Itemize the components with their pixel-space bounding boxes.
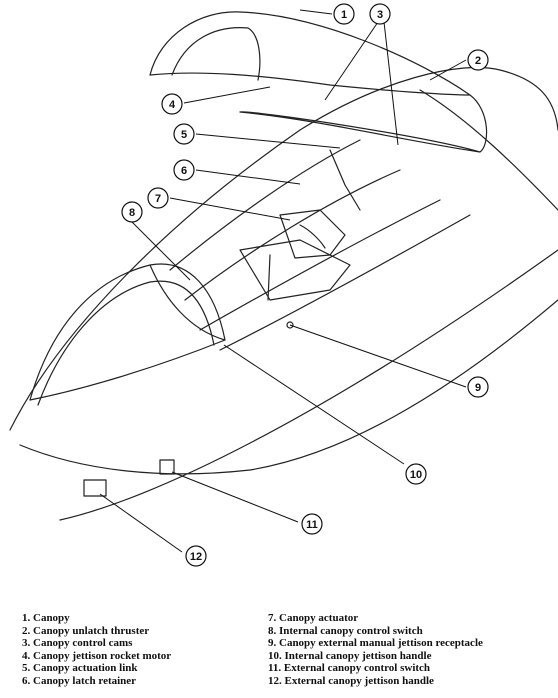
callout-circle [333,3,355,25]
legend-item: 11. External canopy control switch [268,662,431,675]
external-jettison-panel [83,479,107,497]
legend-column-right: 7. Canopy actuator 8. Internal canopy co… [268,612,483,688]
legend-item: 3. Canopy control cams [22,637,133,650]
callout-2: 2 [467,49,489,71]
callout-number: 3 [377,9,383,21]
callout-circle [173,159,195,181]
actuator-hardware [267,149,361,301]
leader-6 [195,169,301,185]
legend-item: 1. Canopy [22,612,70,624]
callout-3: 3 [369,3,391,25]
leader-7 [169,197,291,221]
leader-1 [299,9,333,15]
callout-circle [147,187,169,209]
callout-number: 1 [341,9,347,21]
callout-6: 6 [173,159,195,181]
callout-circle [467,49,489,71]
legend-item: 10. Internal canopy jettison handle [268,649,432,662]
jettison-receptacle [286,321,294,329]
callout-number: 9 [475,382,481,394]
legend-item: 7. Canopy actuator [268,612,359,624]
callout-7: 7 [147,187,169,209]
legend-item: 12. External canopy jettison handle [268,674,434,687]
callout-circle [405,463,427,485]
callout-8: 8 [121,201,143,223]
leader-12 [99,493,183,553]
callout-number: 6 [181,165,187,177]
callout-number: 7 [155,193,161,205]
legend-item: 4. Canopy jettison rocket motor [22,649,172,662]
callout-circle [173,123,195,145]
leader-5 [195,133,341,149]
leader-3a [324,21,379,101]
canopy-shell [149,11,488,153]
cockpit-sill [169,139,471,351]
callout-number: 4 [169,99,176,111]
leader-8 [131,221,191,281]
callout-circle [185,545,207,567]
leader-10 [223,344,405,465]
callout-number: 10 [410,469,422,481]
callout-9: 9 [467,376,489,398]
callout-circle [121,201,143,223]
leader-9 [289,324,467,388]
legend-column-left: 1. Canopy 2. Canopy unlatch thruster 3. … [22,612,171,688]
callout-11: 11 [301,513,323,535]
callout-10: 10 [405,463,427,485]
callout-1: 1 [333,3,355,25]
callout-circle [467,376,489,398]
callout-number: 5 [181,129,187,141]
leader-4 [183,86,271,104]
callout-number: 2 [475,55,481,67]
callout-4: 4 [161,93,183,115]
callout-number: 11 [306,519,318,531]
leader-3b [383,21,399,146]
legend-item: 9. Canopy external manual jettison recep… [268,637,483,650]
legend-item: 8. Internal canopy control switch [268,624,423,637]
callout-circle [161,93,183,115]
legend-item: 5. Canopy actuation link [22,662,138,675]
callout-circle [369,3,391,25]
windshield-frame [29,263,226,406]
legend-item: 2. Canopy unlatch thruster [22,624,150,637]
callout-12: 12 [185,545,207,567]
fuselage-outline [9,67,558,521]
callout-5: 5 [173,123,195,145]
leader-11 [171,471,299,523]
legend: 1. Canopy 2. Canopy unlatch thruster 3. … [0,600,558,698]
callout-circle [301,513,323,535]
legend-item: 6. Canopy latch retainer [22,674,137,687]
callout-number: 12 [190,551,202,563]
external-switch-panel [159,459,175,475]
callout-number: 8 [129,207,135,219]
leader-2 [429,59,467,81]
